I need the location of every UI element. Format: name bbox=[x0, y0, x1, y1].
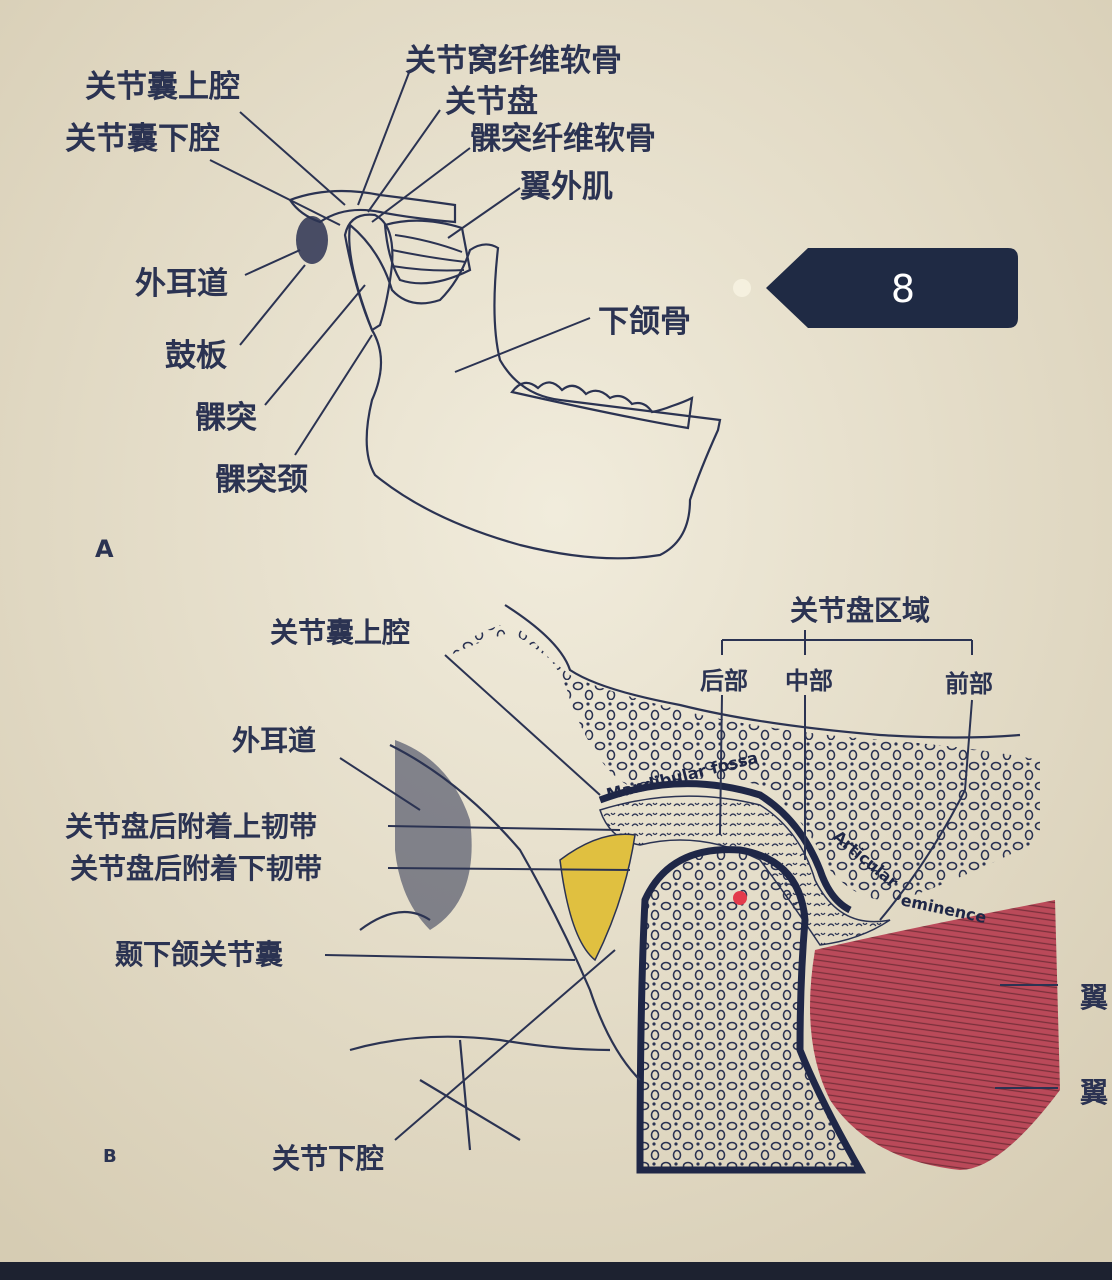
label-condyle-fibrocartilage: 髁突纤维软骨 bbox=[470, 121, 656, 157]
slide-number: 8 bbox=[891, 267, 915, 311]
slide-number-badge bbox=[766, 248, 1018, 328]
label-anterior: 前部 bbox=[945, 670, 993, 698]
mandible-outline bbox=[348, 222, 722, 560]
temporal-bone-surface bbox=[504, 604, 1021, 739]
fossa-outline bbox=[598, 780, 852, 914]
condyle-head bbox=[636, 846, 867, 1174]
label-lateral-pterygoid: 翼外肌 bbox=[520, 169, 613, 205]
temporal-bone bbox=[440, 625, 1040, 901]
condyle-red-mark bbox=[733, 891, 747, 905]
label-posterior: 后部 bbox=[700, 667, 748, 695]
label-condylar-neck: 髁突颈 bbox=[215, 462, 308, 498]
label-cut-off-1: 翼 bbox=[1080, 981, 1108, 1014]
label-disc: 关节盘 bbox=[445, 84, 538, 120]
lateral-pterygoid-muscle bbox=[810, 900, 1060, 1170]
label-external-auditory-canal: 外耳道 bbox=[135, 266, 228, 302]
figure-a-labels: 关节窝纤维软骨 关节囊上腔 关节盘 关节囊下腔 髁突纤维软骨 翼外肌 外耳道 下… bbox=[65, 43, 691, 563]
panel-label-a: A bbox=[95, 535, 114, 563]
screen-bezel bbox=[0, 1262, 1112, 1280]
ear-canal-shadow bbox=[395, 740, 472, 930]
label-upper-joint-cavity-b: 关节囊上腔 bbox=[270, 616, 410, 649]
label-middle: 中部 bbox=[785, 667, 833, 695]
label-external-auditory-canal-b: 外耳道 bbox=[232, 724, 316, 757]
label-tympanic-plate: 鼓板 bbox=[165, 338, 227, 374]
badge-dot bbox=[733, 279, 751, 297]
capsule-lines bbox=[349, 744, 641, 1151]
label-lower-retrodiscal-lamina: 关节盘后附着下韧带 bbox=[70, 852, 322, 885]
figure-b-leaders bbox=[324, 630, 1058, 1141]
label-tmj-capsule: 颞下颌关节囊 bbox=[114, 938, 283, 971]
label-upper-retrodiscal-lamina: 关节盘后附着上韧带 bbox=[65, 810, 317, 843]
label-lower-joint-cavity-b: 关节下腔 bbox=[272, 1142, 384, 1175]
lateral-pterygoid-shape bbox=[383, 219, 472, 285]
figure-a-drawing bbox=[288, 189, 722, 560]
panel-label-b: B bbox=[103, 1146, 117, 1167]
label-lower-joint-cavity: 关节囊下腔 bbox=[65, 121, 220, 157]
label-condyle: 髁突 bbox=[195, 400, 257, 436]
articular-disc bbox=[599, 795, 891, 946]
label-mandible: 下颌骨 bbox=[598, 304, 691, 340]
figure-a-leaders bbox=[209, 69, 591, 456]
figure-b-drawing bbox=[349, 604, 1060, 1174]
muscle-fibers bbox=[391, 234, 467, 272]
label-upper-joint-cavity: 关节囊上腔 bbox=[85, 69, 240, 105]
condyle-shape bbox=[343, 213, 394, 332]
label-glenoid-fibrocartilage: 关节窝纤维软骨 bbox=[405, 43, 622, 79]
label-cut-off-2: 翼 bbox=[1080, 1076, 1108, 1109]
external-auditory-canal-shape bbox=[296, 216, 328, 264]
label-disc-regions: 关节盘区域 bbox=[790, 594, 930, 627]
retrodiscal-fat bbox=[559, 833, 636, 962]
teeth bbox=[510, 381, 694, 430]
